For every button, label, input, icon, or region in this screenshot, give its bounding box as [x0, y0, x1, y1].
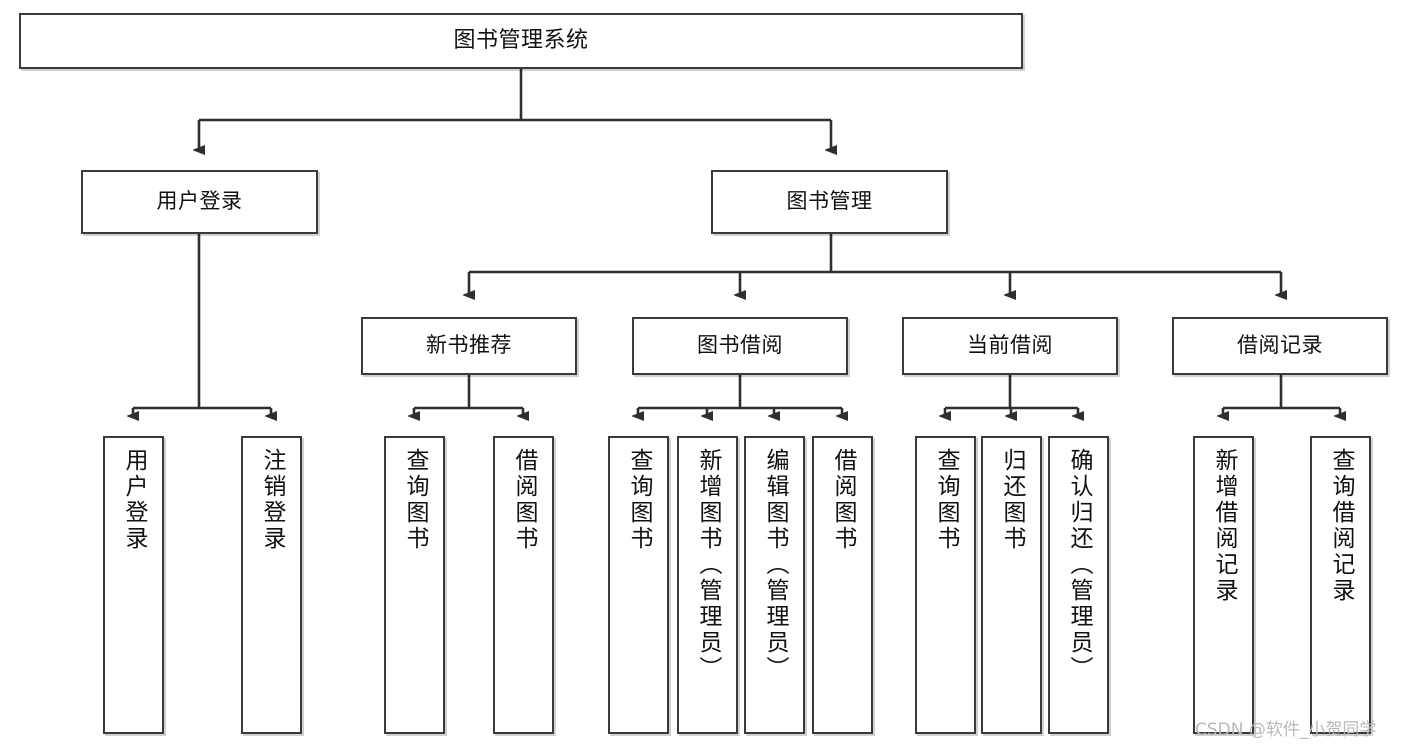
node-root-library-management-system[interactable]: 图书管理系统 [19, 13, 1023, 69]
leaf-edit-book-admin[interactable]: 编辑图书（管理员） [744, 436, 805, 734]
node-label: 查询借阅记录 [1328, 448, 1354, 604]
node-label: 图书借阅 [697, 333, 783, 358]
node-user-login[interactable]: 用户登录 [81, 170, 318, 234]
node-current-borrow[interactable]: 当前借阅 [902, 317, 1118, 375]
node-label: 图书管理 [786, 189, 873, 214]
leaf-query-book-current[interactable]: 查询图书 [915, 436, 976, 734]
node-label: 当前借阅 [967, 333, 1053, 358]
node-label: 归还图书 [999, 448, 1025, 552]
leaf-borrow-book-new-recommend[interactable]: 借阅图书 [493, 436, 554, 734]
node-new-book-recommend[interactable]: 新书推荐 [361, 317, 577, 375]
leaf-confirm-return-admin[interactable]: 确认归还（管理员） [1048, 436, 1109, 734]
leaf-logout-login[interactable]: 注销登录 [241, 436, 302, 734]
leaf-query-book-borrow[interactable]: 查询图书 [608, 436, 669, 734]
leaf-add-book-admin[interactable]: 新增图书（管理员） [677, 436, 738, 734]
node-label: 编辑图书（管理员） [762, 448, 788, 682]
leaf-query-book-new-recommend[interactable]: 查询图书 [384, 436, 445, 734]
node-book-borrow[interactable]: 图书借阅 [632, 317, 848, 375]
leaf-add-borrow-record[interactable]: 新增借阅记录 [1193, 436, 1254, 734]
leaf-return-book[interactable]: 归还图书 [981, 436, 1042, 734]
leaf-borrow-book-borrow[interactable]: 借阅图书 [812, 436, 873, 734]
node-borrow-record[interactable]: 借阅记录 [1172, 317, 1388, 375]
node-label: 用户登录 [156, 189, 243, 214]
node-label: 确认归还（管理员） [1066, 448, 1092, 682]
node-label: 新增借阅记录 [1211, 448, 1237, 604]
node-label: 注销登录 [259, 448, 285, 552]
node-label: 查询图书 [933, 448, 959, 552]
node-label: 借阅记录 [1237, 333, 1323, 358]
node-label: 查询图书 [626, 448, 652, 552]
node-label: 用户登录 [121, 448, 147, 552]
node-label: 借阅图书 [830, 448, 856, 552]
node-label: 查询图书 [402, 448, 428, 552]
leaf-user-login[interactable]: 用户登录 [103, 436, 164, 734]
leaf-query-borrow-record[interactable]: 查询借阅记录 [1310, 436, 1371, 734]
node-book-management[interactable]: 图书管理 [711, 170, 948, 234]
csdn-watermark: CSDN @软件_小贺同学 [1195, 720, 1377, 740]
node-label: 借阅图书 [511, 448, 537, 552]
node-label: 图书管理系统 [453, 27, 589, 53]
node-label: 新增图书（管理员） [695, 448, 721, 682]
node-label: 新书推荐 [426, 333, 512, 358]
